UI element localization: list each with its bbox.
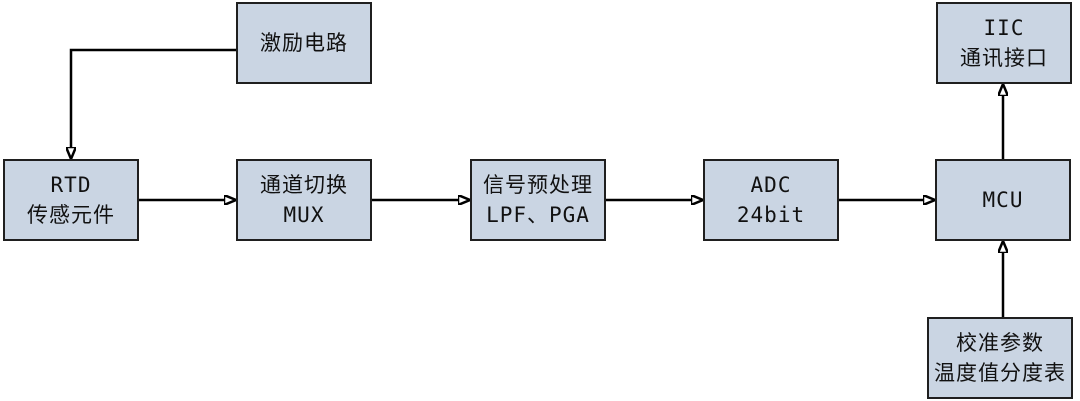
node-label: 通讯接口 bbox=[960, 46, 1048, 70]
node-label: 24bit bbox=[736, 203, 806, 227]
node-label: LPF、PGA bbox=[486, 203, 590, 227]
node-calibration-table: 校准参数 温度值分度表 bbox=[927, 317, 1073, 399]
node-label: ADC bbox=[750, 173, 792, 197]
node-excitation-circuit: 激励电路 bbox=[236, 2, 372, 84]
node-label: IIC bbox=[983, 16, 1025, 40]
node-rtd-sensor: RTD 传感元件 bbox=[3, 159, 139, 241]
node-label: MCU bbox=[982, 188, 1024, 212]
node-label: 激励电路 bbox=[260, 31, 348, 55]
node-mcu: MCU bbox=[935, 159, 1071, 241]
node-label: 通道切换 bbox=[260, 173, 348, 197]
node-iic-interface: IIC 通讯接口 bbox=[936, 2, 1072, 84]
node-label: RTD bbox=[50, 173, 92, 197]
node-label: 温度值分度表 bbox=[934, 361, 1066, 385]
node-channel-mux: 通道切换 MUX bbox=[236, 159, 372, 241]
node-label: 传感元件 bbox=[27, 203, 115, 227]
arrow-excitation-to-rtd bbox=[71, 48, 236, 147]
node-signal-preprocessing: 信号预处理 LPF、PGA bbox=[470, 159, 606, 241]
node-label: 信号预处理 bbox=[483, 173, 593, 197]
node-adc-24bit: ADC 24bit bbox=[703, 159, 839, 241]
node-label: 校准参数 bbox=[956, 331, 1044, 355]
node-label: MUX bbox=[283, 203, 325, 227]
